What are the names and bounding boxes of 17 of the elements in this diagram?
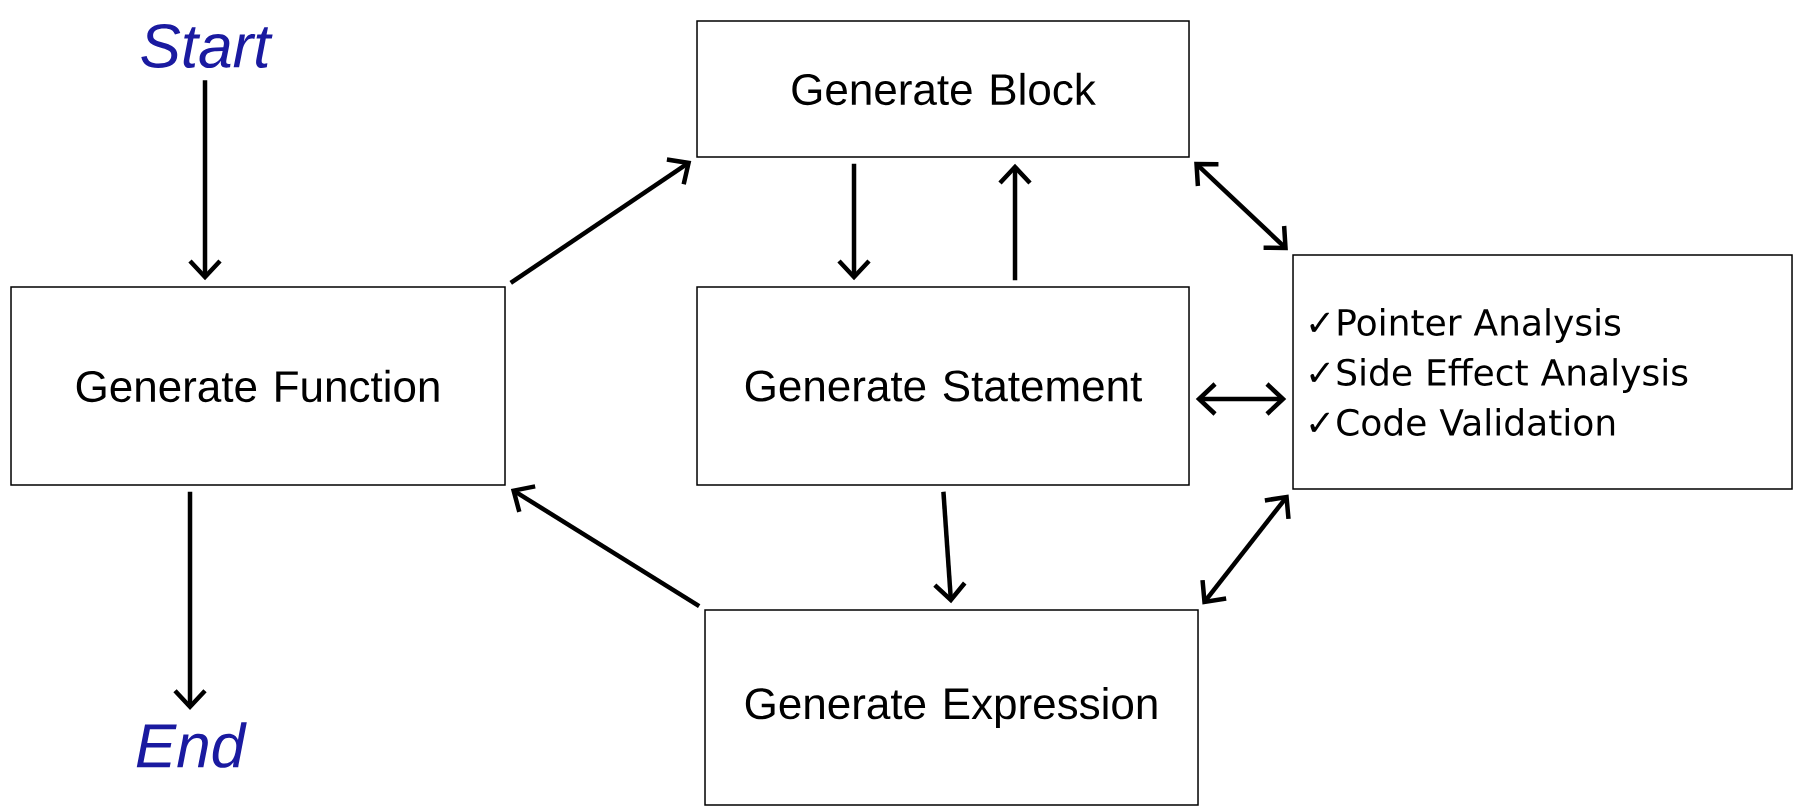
arrow (837, 163, 871, 281)
arrow (188, 80, 222, 281)
arrow (998, 163, 1032, 281)
arrow (509, 157, 692, 285)
arrow (173, 491, 207, 711)
arrow (510, 484, 701, 608)
process-box: Generate Statement (696, 286, 1190, 486)
process-box: Generate Function (10, 286, 506, 486)
arrow (933, 491, 967, 604)
arrow (1200, 494, 1291, 605)
process-box: Generate Block (696, 20, 1190, 158)
checklist-box: ✓Pointer Analysis ✓Side Effect Analysis ✓Code Validation (1292, 254, 1793, 490)
terminal-label: End (136, 722, 247, 768)
arrow (1194, 161, 1288, 251)
process-box: Generate Expression (704, 609, 1199, 806)
arrow (1195, 382, 1287, 416)
terminal-label: Start (141, 24, 273, 68)
